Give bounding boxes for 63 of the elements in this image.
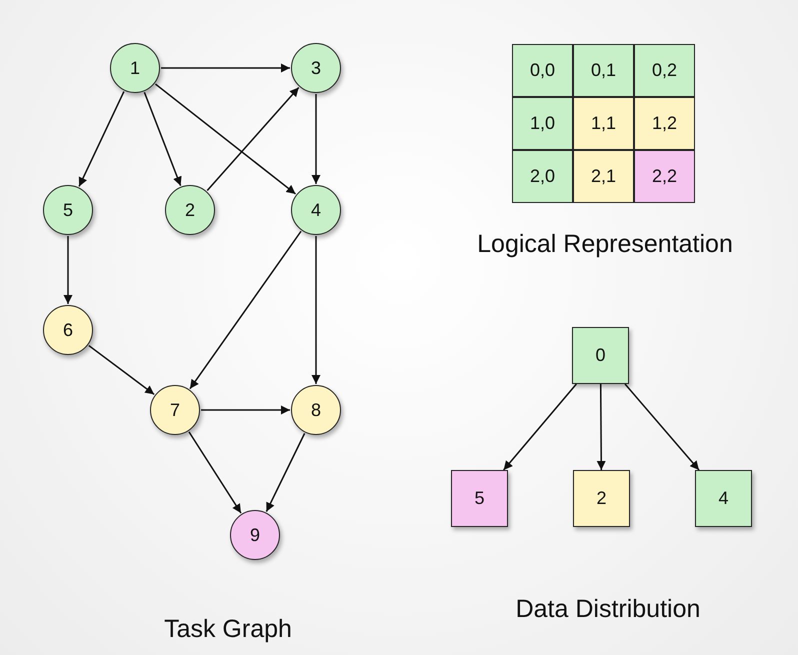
task-circle xyxy=(150,385,200,435)
node-label: 2 xyxy=(184,200,195,220)
node-label: 0 xyxy=(595,345,606,366)
arrow xyxy=(201,406,290,414)
node-label: 1,0 xyxy=(530,113,556,134)
grid-cell xyxy=(634,44,695,97)
task-circle xyxy=(110,43,160,93)
task-circle xyxy=(165,185,215,235)
node-label: 3 xyxy=(310,58,321,78)
node-label: 2,1 xyxy=(590,166,616,187)
node-label: 2,2 xyxy=(652,166,678,187)
node-label: 5 xyxy=(62,200,73,220)
task-circle xyxy=(230,510,280,560)
arrow xyxy=(144,92,182,186)
task-circle xyxy=(291,385,341,435)
caption: Data Distribution xyxy=(516,595,700,624)
arrow xyxy=(88,344,155,396)
arrow xyxy=(624,384,700,470)
grid-cell xyxy=(512,44,573,97)
caption: Logical Representation xyxy=(477,230,733,259)
arrow xyxy=(503,384,577,470)
grid-cell xyxy=(512,150,573,203)
arrow xyxy=(161,64,290,72)
grid-cell xyxy=(634,150,695,203)
task-circle xyxy=(291,43,341,93)
node-label: 7 xyxy=(170,400,180,420)
arrow xyxy=(189,230,302,390)
node-label: 1 xyxy=(130,58,140,78)
arrow xyxy=(596,384,606,470)
node-label: 8 xyxy=(310,400,321,420)
grid-cell xyxy=(634,97,695,150)
node-label: 0,0 xyxy=(530,60,556,81)
grid-cell xyxy=(573,97,634,150)
arrow xyxy=(206,86,300,192)
node-label: 9 xyxy=(250,524,260,546)
node-label: 2 xyxy=(596,488,606,509)
caption: Task Graph xyxy=(164,615,292,644)
task-circle xyxy=(43,185,93,235)
task-circle xyxy=(291,185,341,235)
arrow xyxy=(312,236,320,384)
node-label: 1,2 xyxy=(652,113,678,134)
arrow xyxy=(188,432,242,514)
node-label: 1,1 xyxy=(590,113,616,134)
arrow xyxy=(78,91,125,187)
node-label: 0,2 xyxy=(652,60,678,81)
grid-cell xyxy=(573,44,634,97)
node-label: 4 xyxy=(310,200,321,220)
node-label: 5 xyxy=(474,488,484,509)
process-square xyxy=(451,470,508,527)
node-label: 0,1 xyxy=(590,60,616,81)
grid-cell xyxy=(573,150,634,203)
arrow xyxy=(266,433,306,512)
process-square xyxy=(695,470,752,527)
process-square xyxy=(572,327,629,384)
grid-cell xyxy=(512,97,573,150)
node-label: 2,0 xyxy=(530,166,556,187)
node-label: 6 xyxy=(62,320,73,340)
node-label: 4 xyxy=(718,488,728,509)
process-square xyxy=(573,470,630,527)
arrow xyxy=(155,83,296,195)
arrow xyxy=(64,236,72,304)
task-circle xyxy=(43,305,93,355)
arrow xyxy=(312,94,320,184)
